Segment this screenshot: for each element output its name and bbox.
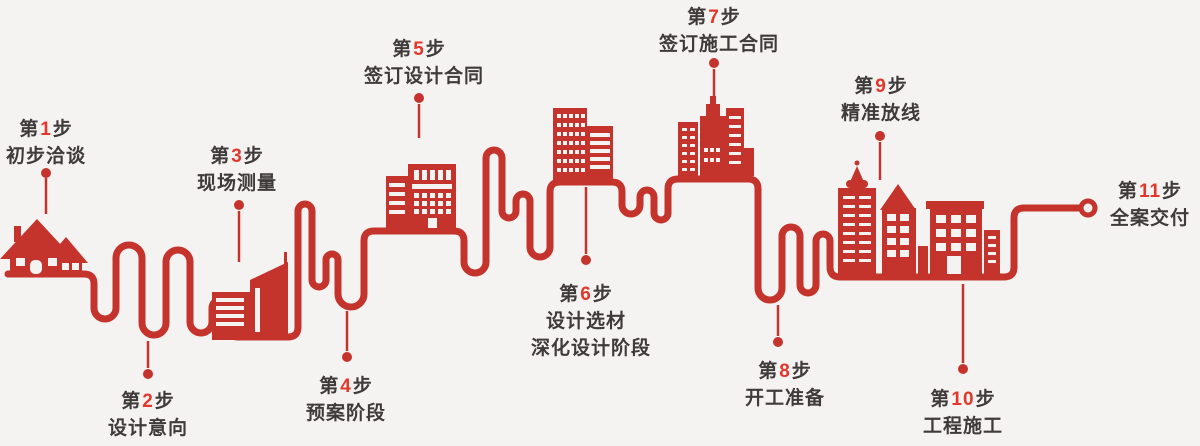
step-title: 第11步	[1117, 181, 1183, 202]
step-4-marker	[342, 311, 352, 362]
step-title: 第2步	[121, 391, 175, 412]
step-label-11: 第11步 全案交付	[1100, 178, 1200, 232]
step-subtitle: 设计意向	[107, 418, 188, 439]
step-title: 第4步	[319, 376, 373, 397]
path-end-ring-icon	[1078, 198, 1098, 218]
step-subtitle: 开工准备	[744, 388, 825, 409]
step-title: 第8步	[758, 361, 812, 382]
step-3-marker	[234, 200, 244, 262]
step-label-1: 第1步 初步洽谈	[0, 116, 101, 170]
step-title: 第1步	[19, 119, 73, 140]
skyline-icon	[838, 160, 1000, 274]
step-subtitle: 深化设计阶段	[531, 338, 652, 359]
step-title: 第3步	[210, 146, 264, 167]
step-subtitle: 现场测量	[196, 173, 277, 194]
twin-tower-icon	[386, 164, 456, 228]
step-subtitle: 全案交付	[1109, 208, 1190, 229]
step-label-4: 第4步 预案阶段	[291, 373, 401, 427]
step-title: 第5步	[392, 39, 446, 60]
step-title: 第7步	[687, 7, 741, 28]
step-6-marker	[581, 187, 591, 265]
highrise-icon	[553, 108, 613, 182]
step-title: 第6步	[559, 284, 613, 305]
step-8-marker	[773, 305, 783, 347]
step-subtitle: 精准放线	[840, 103, 921, 124]
step-title: 第10步	[930, 389, 996, 410]
step-label-10: 第10步 工程施工	[908, 386, 1018, 440]
step-2-marker	[143, 341, 153, 379]
step-10-marker	[958, 284, 968, 374]
step-7-marker	[709, 58, 719, 104]
step-label-7: 第7步 签订施工合同	[659, 4, 780, 58]
step-label-9: 第9步 精准放线	[826, 73, 936, 127]
step-label-3: 第3步 现场测量	[182, 143, 292, 197]
office-building-icon	[212, 252, 288, 340]
step-subtitle: 工程施工	[922, 416, 1003, 437]
step-5-marker	[414, 93, 424, 138]
step-label-8: 第8步 开工准备	[730, 358, 840, 412]
city-cluster-icon	[678, 96, 754, 176]
step-subtitle: 预案阶段	[305, 403, 386, 424]
process-path	[4, 146, 1083, 341]
step-1-marker	[41, 168, 51, 214]
step-subtitle: 初步洽谈	[5, 146, 86, 167]
step-label-5: 第5步 签订设计合同	[364, 36, 485, 90]
step-subtitle: 设计选材	[545, 311, 626, 332]
house-icon	[0, 219, 88, 274]
step-subtitle: 签订设计合同	[364, 66, 485, 87]
step-label-2: 第2步 设计意向	[93, 388, 203, 442]
step-label-6: 第6步 设计选材 深化设计阶段	[531, 281, 652, 362]
step-subtitle: 签订施工合同	[659, 34, 780, 55]
step-title: 第9步	[854, 76, 908, 97]
step-9-marker	[875, 131, 885, 180]
